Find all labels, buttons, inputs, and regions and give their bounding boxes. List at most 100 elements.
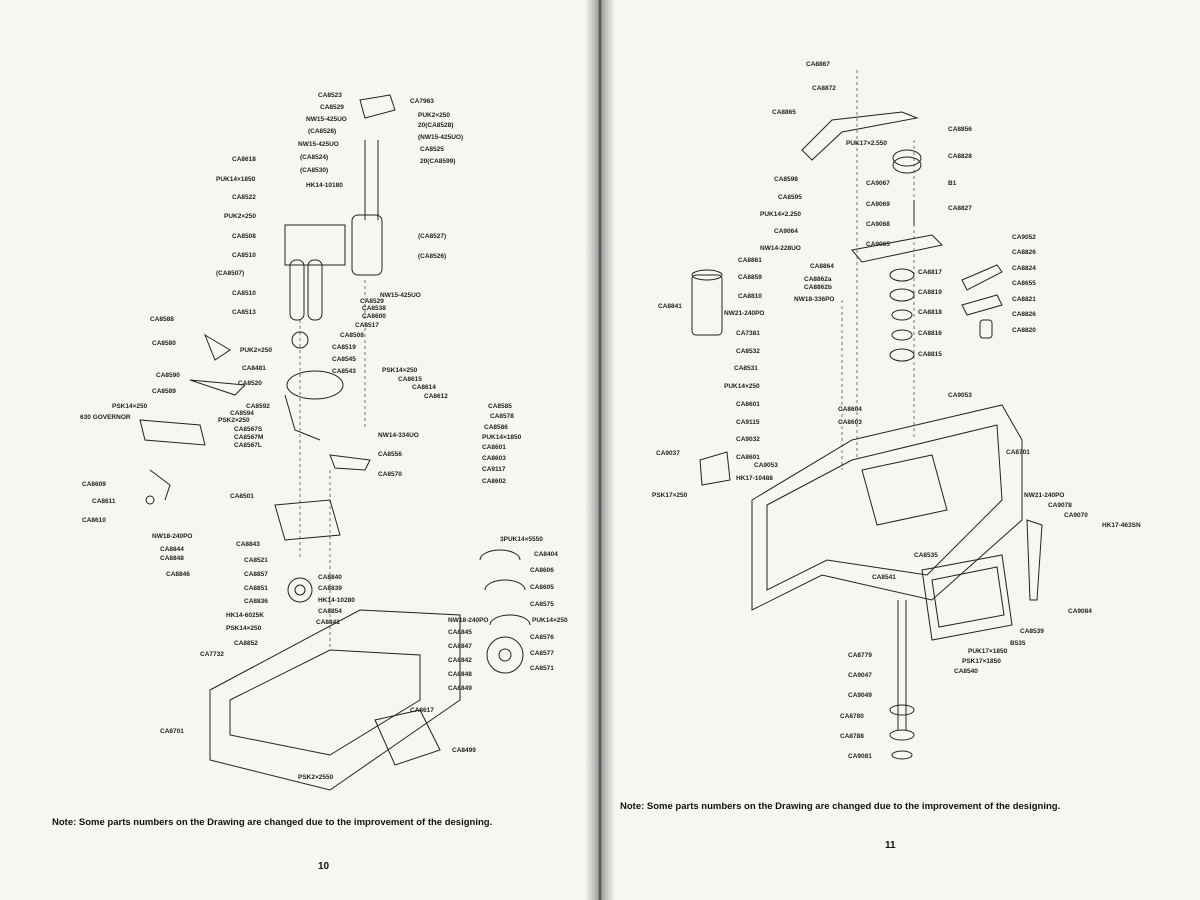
callout: CA9053 [754,462,778,469]
callout: PUK2×250 [418,112,450,119]
callout: CA8817 [918,269,942,276]
callout: CA8521 [244,557,268,564]
callout: CA8816 [918,330,942,337]
callout: CA8824 [1012,265,1036,272]
callout: PUK14×1850 [482,434,522,441]
callout: CA8570 [378,471,402,478]
callout: CA8847 [448,643,472,650]
callout: CA8856 [948,126,972,133]
callout: CA8590 [156,372,180,379]
callout: CA8655 [1012,280,1036,287]
callout: (CA8524) [300,154,329,161]
callout: CA8614 [412,384,436,391]
callout: CA8578 [490,413,514,420]
callout: PUK17×1850 [968,648,1008,655]
callout: CA8589 [152,388,176,395]
callout: CA8854 [318,608,342,615]
callout: CA8585 [488,403,512,410]
callout: HK14-10280 [318,597,355,604]
callout: CA9069 [866,201,890,208]
callout: CA8827 [948,205,972,212]
callout: CA8788 [840,733,864,740]
callout: CA7732 [200,651,224,658]
callout: (CA8530) [300,167,329,174]
callout: CA8540 [954,668,978,675]
callout: CA8701 [1006,449,1030,456]
callout: CA8519 [332,344,356,351]
callout: CA8575 [530,601,554,608]
callout: NW18-240PO [152,533,193,540]
callout: CA8842 [448,657,472,664]
callout: CA8611 [92,498,116,505]
callout: CA8843 [236,541,260,548]
callout: CA8848 [160,555,184,562]
right-exploded-diagram [691,70,1043,760]
callout: CA8520 [238,380,262,387]
callout: (CA8526) [418,253,447,260]
callout: CA8839 [318,585,342,592]
callout: CA9047 [848,672,872,679]
callout: CA8525 [420,146,444,153]
callout: NW14-334UO [378,432,419,439]
callout: PUK14×2.250 [760,211,802,218]
callout: CA9115 [736,419,760,426]
callout: CA8836 [244,598,268,605]
callout: CA8862b [804,284,832,291]
callout: CA8851 [244,585,268,592]
callout: CA8522 [232,194,256,201]
callout: CA9064 [774,228,798,235]
callout: CA8532 [736,348,760,355]
callout: CA8576 [530,634,554,641]
callout: CA8601 [736,454,760,461]
callout: CA8852 [234,640,258,647]
callout: NW14-228UO [760,245,801,252]
callout: HK17-463SN [1102,522,1141,529]
callout: PSK14×250 [112,403,148,410]
callout: CA8841 [316,619,340,626]
callout: 630 GOVERNOR [80,414,131,421]
callout: CA8859 [738,274,762,281]
callout: CA8531 [734,365,758,372]
callout: CA9065 [866,241,890,248]
callout: CA8481 [242,365,266,372]
callout: CA8539 [1020,628,1044,635]
callout: CA8604 [838,406,862,413]
callout: CA8857 [244,571,268,578]
callout: CA9049 [848,692,872,699]
callout: PUK14×1850 [216,176,256,183]
callout: CA8567L [234,442,262,449]
callout: CA8595 [778,194,802,201]
callout: CA8815 [918,351,942,358]
page-number: 10 [318,861,330,872]
callout: CA8862a [804,276,832,283]
callout: CA9084 [1068,608,1092,615]
callout: CA8586 [484,424,508,431]
callout: HK14-6025K [226,612,264,619]
callout: NW15-425UO [380,292,421,299]
book-gutter [585,0,615,900]
callout: CA8580 [152,340,176,347]
callout: CA8567S [234,426,263,433]
callout: CA8846 [166,571,190,578]
callout: CA9037 [656,450,680,457]
callout: PUK17×2.550 [846,140,888,147]
callout: CA8612 [424,393,448,400]
callout: CA8600 [362,313,386,320]
callout: 3PUK14×5550 [500,536,543,543]
callout: CA8499 [452,747,476,754]
callout: CA8841 [658,303,682,310]
callout: CA8510 [232,252,256,259]
callout: 20(CA8599) [420,158,456,165]
callout: CA8594 [230,410,254,417]
callout: PUK14×250 [724,383,760,390]
callout: PUK14×250 [532,617,568,624]
callout: (CA8507) [216,270,245,277]
callout: CA8861 [738,257,762,264]
callout: (CA8528) [308,128,337,135]
callout: CA8567M [234,434,264,441]
callout: CA8545 [332,356,356,363]
callout: (CA8527) [418,233,447,240]
callout: CA8598 [774,176,798,183]
callout: CA8819 [918,289,942,296]
